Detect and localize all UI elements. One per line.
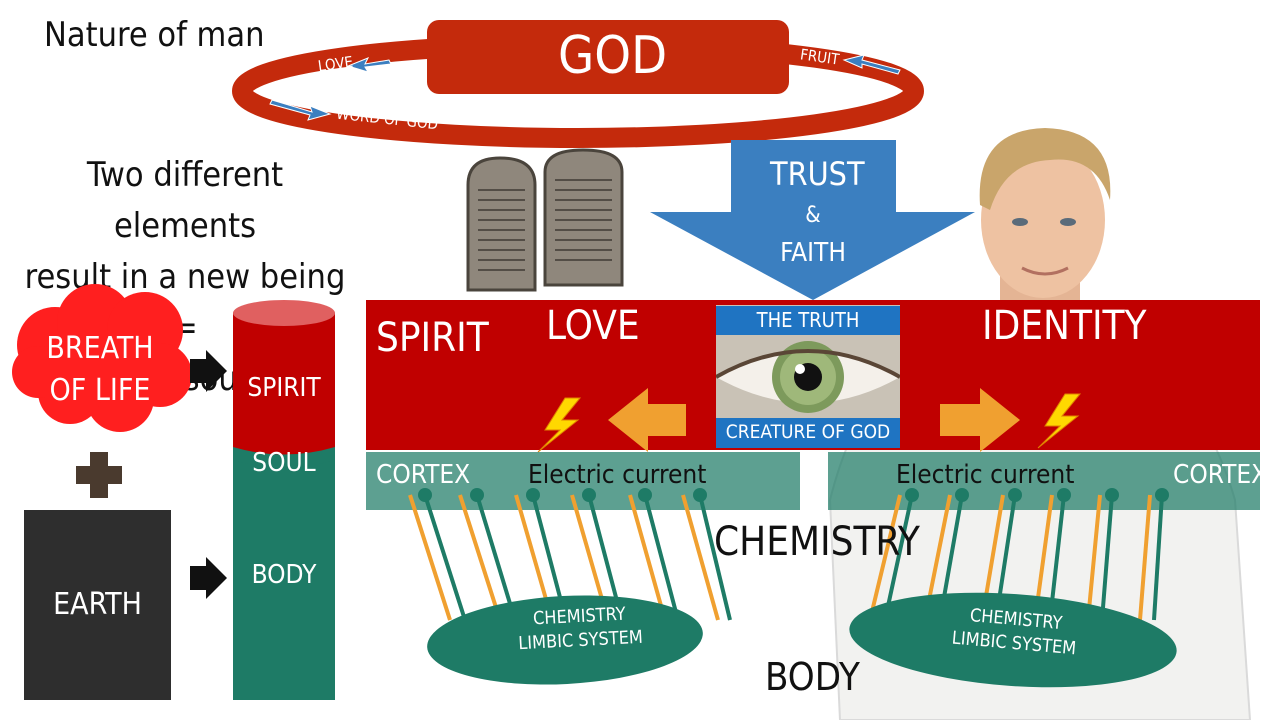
subtitle-line: Two different elements	[86, 155, 284, 246]
chemistry-label: CHEMISTRY	[714, 519, 920, 565]
truth-label: THE TRUTH	[756, 308, 860, 332]
arrow-right-icon	[940, 388, 1020, 452]
breath-of-life-label: BREATH OF LIFE	[30, 328, 170, 412]
love-label: LOVE	[546, 303, 640, 349]
trust-label: TRUST	[770, 155, 865, 193]
cylinder-soul-label: SOUL	[252, 448, 316, 478]
god-box	[427, 20, 789, 94]
spirit-band-label: SPIRIT	[376, 315, 489, 361]
creature-of-god-label: CREATURE OF GOD	[725, 421, 891, 443]
of-life-line: OF LIFE	[49, 373, 151, 408]
ampersand-label: &	[805, 203, 821, 228]
breath-cloud	[12, 284, 192, 432]
creature-label-box	[716, 418, 900, 448]
limbic-left-label: CHEMISTRY LIMBIC SYSTEM	[499, 601, 661, 657]
god-label: GOD	[558, 26, 668, 86]
electric-current-right-label: Electric current	[896, 460, 1075, 490]
page-title: Nature of man	[44, 15, 265, 55]
cortex-left-label: CORTEX	[376, 460, 471, 490]
breath-line: BREATH	[46, 331, 154, 366]
arrow-right-icon	[190, 350, 227, 392]
limbic-system-right	[849, 592, 1177, 688]
body-label: BODY	[765, 655, 860, 699]
faith-label: FAITH	[780, 238, 846, 268]
arrow-right-icon	[190, 557, 227, 599]
earth-label: EARTH	[53, 587, 142, 622]
electric-current-left-label: Electric current	[528, 460, 707, 490]
lightning-icon	[1037, 393, 1082, 449]
cylinder-body-label: BODY	[251, 560, 317, 590]
cylinder-spirit-label: SPIRIT	[247, 373, 321, 403]
limbic-system-left	[427, 595, 703, 685]
earth-block	[24, 510, 171, 700]
identity-label: IDENTITY	[982, 303, 1147, 349]
cortex-right-label: CORTEX	[1173, 460, 1268, 490]
cortex-band-left	[366, 452, 800, 510]
truth-label-box	[716, 306, 900, 335]
lightning-icon	[537, 397, 582, 453]
arrow-left-icon	[608, 388, 686, 452]
